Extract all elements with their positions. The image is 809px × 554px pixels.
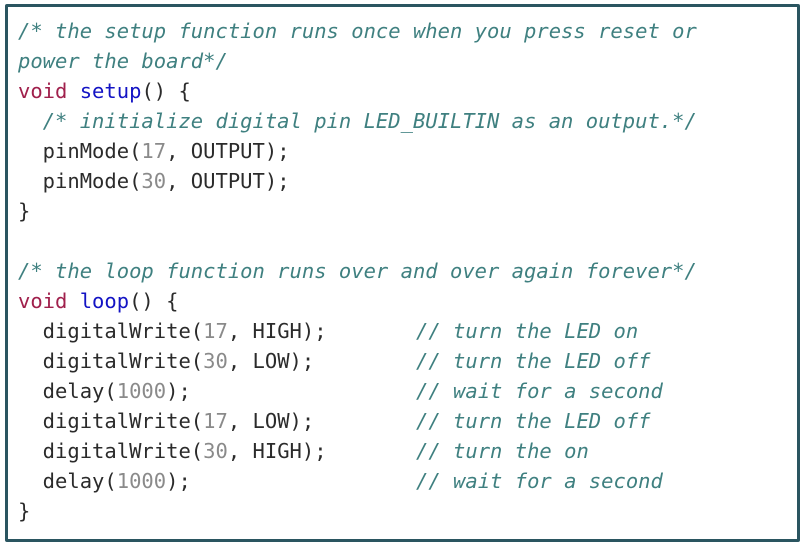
code-line: delay(1000); // wait for a second	[8, 376, 797, 406]
code-token-plain: , HIGH);	[227, 439, 327, 463]
code-token-comment: /* the setup function runs once when you…	[18, 19, 697, 43]
code-token-number: 30	[203, 349, 228, 373]
code-token-number: 30	[203, 439, 228, 463]
code-token-number: 17	[203, 319, 228, 343]
code-token-plain: digitalWrite(	[18, 439, 204, 463]
code-token-number: 17	[203, 409, 228, 433]
code-token-plain: }	[18, 199, 31, 223]
code-token-plain: digitalWrite(	[18, 319, 204, 343]
code-token-plain: () {	[141, 79, 191, 103]
code-token-plain: () {	[129, 289, 179, 313]
code-line: }	[8, 196, 797, 226]
code-line: digitalWrite(30, HIGH); // turn the on	[8, 436, 797, 466]
code-token-plain: digitalWrite(	[18, 349, 204, 373]
code-token-number: 17	[141, 139, 167, 163]
code-trailing-comment: // wait for a second	[416, 379, 663, 403]
code-token-comment: /* the loop function runs over and over …	[18, 259, 697, 283]
code-line: }	[8, 496, 797, 526]
code-trailing-comment: // turn the LED off	[416, 409, 651, 433]
code-token-plain: delay(	[18, 469, 117, 493]
code-token-plain: , HIGH);	[227, 319, 327, 343]
code-token-keyword: void	[18, 289, 68, 313]
code-line: /* the loop function runs over and over …	[8, 256, 797, 286]
code-line: digitalWrite(17, LOW); // turn the LED of…	[8, 406, 797, 436]
code-block-card: /* the setup function runs once when you…	[5, 4, 800, 542]
code-token-plain	[67, 79, 79, 103]
code-line: delay(1000); // wait for a second	[8, 466, 797, 496]
code-token-number: 1000	[116, 469, 167, 493]
code-token-plain: pinMode(	[18, 139, 142, 163]
code-line: pinMode(17, OUTPUT);	[8, 136, 797, 166]
code-trailing-comment: // turn the LED on	[416, 319, 639, 343]
code-token-comment: power the board*/	[18, 49, 228, 73]
code-trailing-comment: // wait for a second	[416, 469, 663, 493]
code-line: digitalWrite(30, LOW); // turn the LED of…	[8, 346, 797, 376]
code-token-plain: );	[166, 379, 191, 403]
code-token-function-name: loop	[79, 289, 130, 313]
code-token-comment: /* initialize digital pin LED_BUILTIN as…	[42, 109, 697, 133]
code-line	[8, 226, 797, 256]
code-token-keyword: void	[18, 79, 68, 103]
code-line: /* the setup function runs once when you…	[8, 16, 797, 46]
code-line: digitalWrite(17, HIGH); // turn the LED o…	[8, 316, 797, 346]
code-trailing-comment: // turn the LED off	[416, 349, 651, 373]
code-token-plain: pinMode(	[18, 169, 142, 193]
code-token-plain: , OUTPUT);	[166, 169, 290, 193]
code-line: void setup() {	[8, 76, 797, 106]
code-token-plain	[67, 289, 79, 313]
code-token-plain: , LOW);	[227, 409, 315, 433]
code-token-number: 1000	[116, 379, 167, 403]
code-listing[interactable]: /* the setup function runs once when you…	[8, 7, 797, 526]
code-line: void loop() {	[8, 286, 797, 316]
code-token-plain	[18, 109, 43, 133]
code-line: /* initialize digital pin LED_BUILTIN as…	[8, 106, 797, 136]
code-line: pinMode(30, OUTPUT);	[8, 166, 797, 196]
code-token-plain: );	[166, 469, 191, 493]
code-line: power the board*/	[8, 46, 797, 76]
code-token-number: 30	[141, 169, 167, 193]
code-token-plain: , LOW);	[227, 349, 315, 373]
code-trailing-comment: // turn the on	[416, 439, 589, 463]
code-token-function-name: setup	[79, 79, 142, 103]
code-token-plain: digitalWrite(	[18, 409, 204, 433]
code-token-plain: delay(	[18, 379, 117, 403]
code-token-plain: }	[18, 499, 31, 523]
code-token-plain: , OUTPUT);	[166, 139, 290, 163]
